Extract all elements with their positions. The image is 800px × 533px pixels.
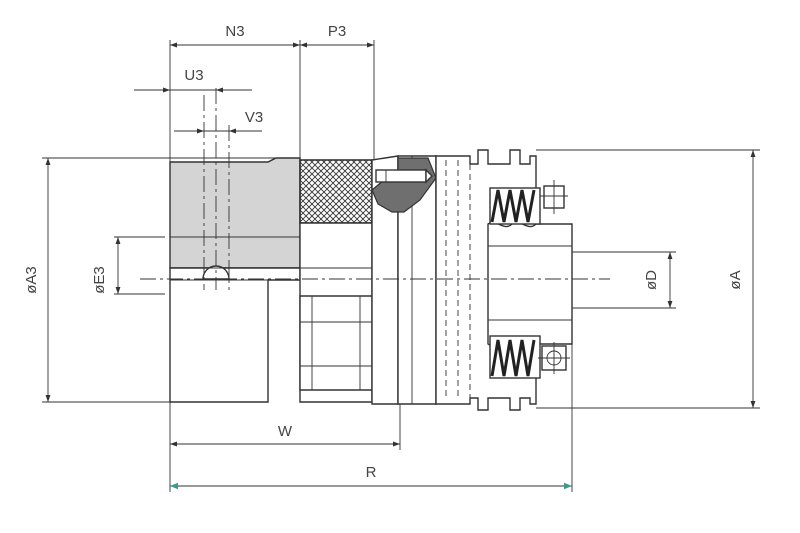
- flange-pin: [375, 169, 427, 183]
- pin-tip: [425, 168, 433, 184]
- label-w: W: [278, 423, 293, 440]
- upper-spring: [489, 187, 541, 225]
- label-a: øA: [727, 270, 744, 289]
- coupling-body: [169, 149, 573, 411]
- hex-nut: [299, 295, 373, 391]
- label-e3: øE3: [91, 266, 108, 294]
- label-d: øD: [643, 270, 660, 290]
- label-a3: øA3: [23, 266, 40, 294]
- upper-spring-coil: [490, 189, 536, 223]
- extension-lines: [42, 40, 760, 492]
- sleeve-upper-section: [169, 157, 301, 269]
- lower-screw: [538, 342, 570, 374]
- label-v3: V3: [245, 109, 263, 126]
- knurled-ring: [299, 159, 373, 224]
- label-p3: P3: [328, 23, 346, 40]
- lower-spring-coil: [490, 339, 536, 377]
- sleeve-lower-half: [169, 267, 301, 403]
- upper-screw: [540, 180, 568, 214]
- label-r: R: [366, 464, 377, 481]
- inner-shaft: [487, 221, 573, 347]
- lower-spring: [489, 335, 541, 379]
- label-u3: U3: [184, 67, 203, 84]
- label-n3: N3: [225, 23, 244, 40]
